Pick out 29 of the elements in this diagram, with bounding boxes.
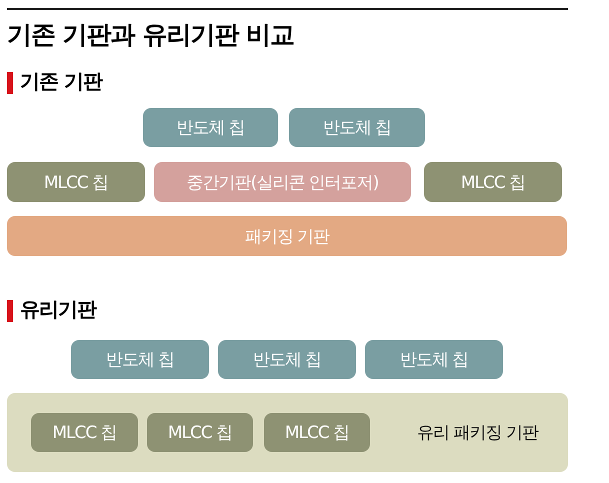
node-label: 반도체 칩: [322, 117, 392, 139]
section-heading: 기존 기판: [20, 68, 102, 95]
node-label: MLCC 칩: [168, 422, 232, 444]
node-label: MLCC 칩: [284, 422, 350, 444]
node-label: 반도체 칩: [106, 349, 174, 371]
section-heading: 유리기판: [20, 296, 96, 323]
chip-box: [71, 340, 209, 379]
substrate-panel: [7, 393, 568, 472]
node-label: MLCC 칩: [44, 172, 108, 194]
chip-box: [7, 162, 145, 202]
chip-box: [31, 413, 138, 452]
node-label: MLCC 칩: [52, 422, 117, 444]
node-label: 중간기판(실리콘 인터포저): [186, 172, 378, 194]
node-label: MLCC 칩: [460, 172, 526, 194]
chip-box: [264, 413, 370, 452]
substrate-bar: [7, 216, 567, 256]
chip-box: [365, 340, 503, 379]
chip-box: [143, 108, 278, 147]
node-label: 유리 패키징 기판: [417, 422, 538, 444]
chip-box: [289, 108, 425, 147]
substrate-bar: [154, 162, 411, 202]
node-label: 반도체 칩: [400, 349, 468, 371]
chip-box: [424, 162, 562, 202]
title: 기존 기판과 유리기판 비교: [7, 19, 294, 51]
chip-box: [147, 413, 253, 452]
node-label: 반도체 칩: [176, 117, 245, 139]
node-label: 패키징 기판: [244, 226, 330, 248]
chip-box: [218, 340, 356, 379]
node-label: 반도체 칩: [252, 349, 322, 371]
